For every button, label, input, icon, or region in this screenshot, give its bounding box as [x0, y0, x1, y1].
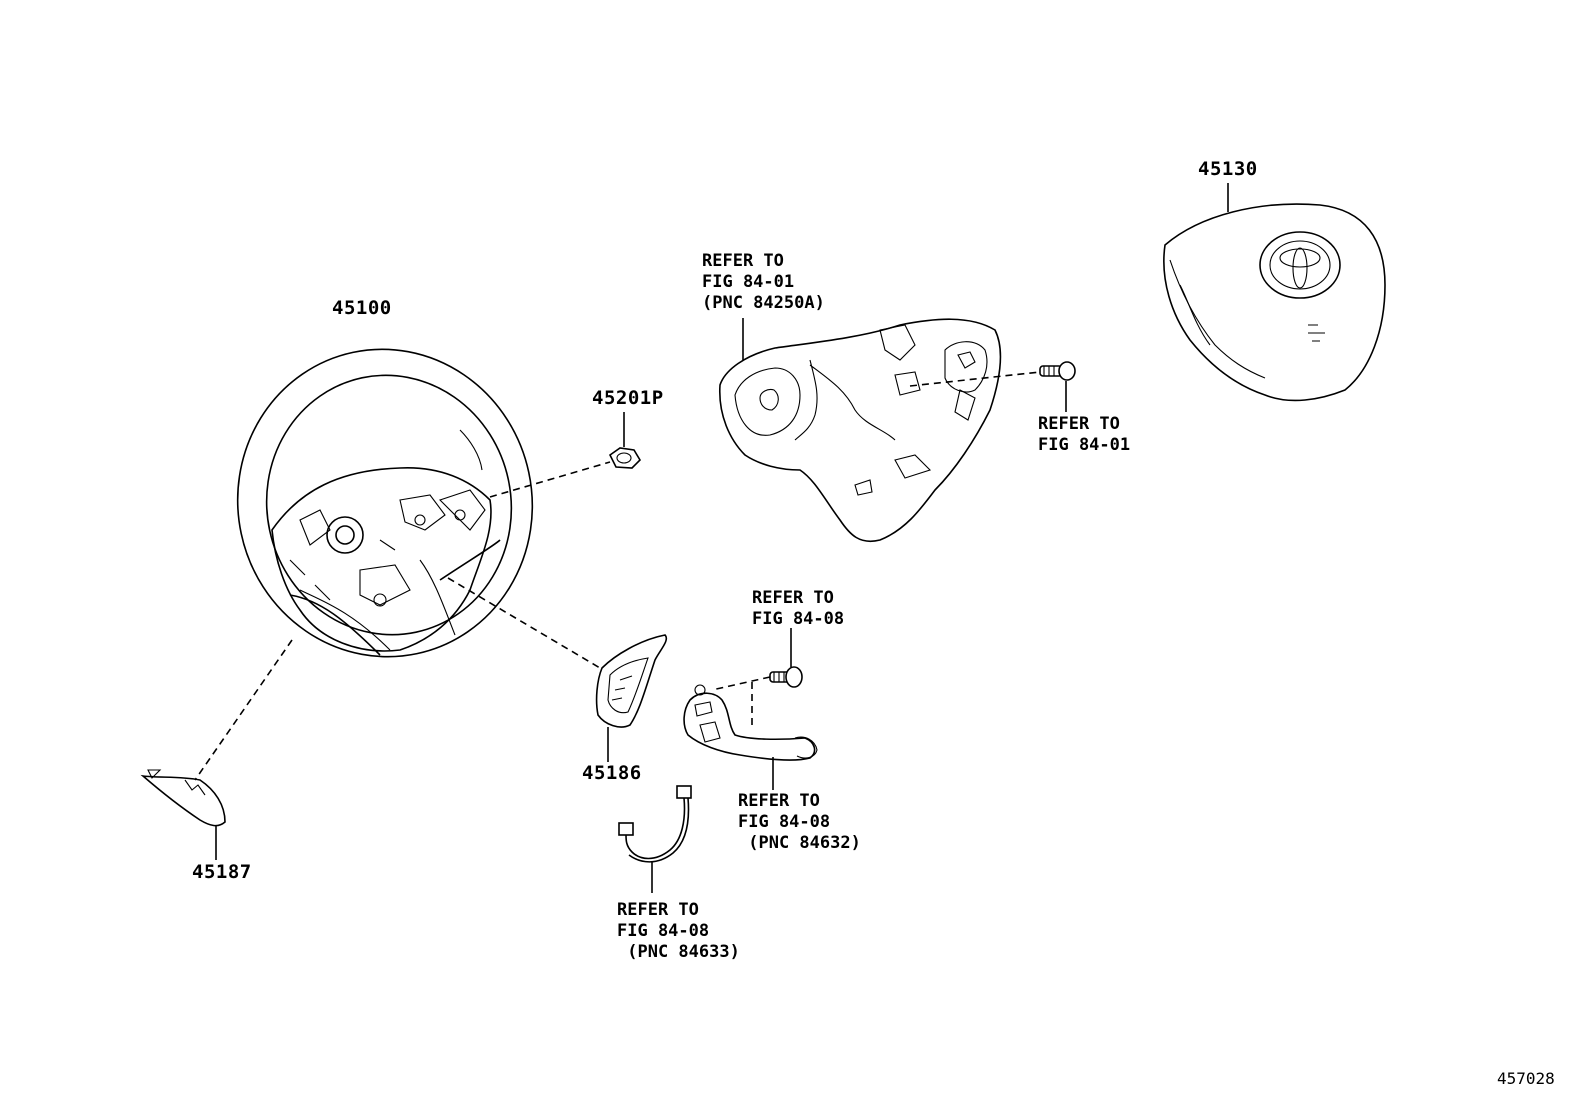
ref-label-screw: REFER TO FIG 84-01	[1038, 414, 1131, 455]
ref-label-cruise-lever: REFER TO FIG 84-08 (PNC 84632)	[738, 791, 861, 853]
steering-wheel-icon	[236, 348, 534, 658]
cruise-control-lever-icon	[683, 684, 818, 761]
airbag-horn-pad-icon	[1163, 203, 1386, 402]
ref-label-wire-harness: REFER TO FIG 84-08 (PNC 84633)	[617, 900, 740, 962]
part-number-45201p: 45201P	[592, 387, 664, 409]
part-number-45187: 45187	[192, 861, 252, 883]
cover-45187-icon	[140, 769, 226, 827]
switch-pad-assembly-icon	[719, 318, 1002, 542]
bolt-icon	[769, 666, 803, 688]
cover-45186-icon	[595, 634, 668, 728]
ref-label-switch-assembly: REFER TO FIG 84-01 (PNC 84250A)	[702, 251, 825, 313]
wire-harness-icon	[618, 785, 692, 863]
part-number-45100: 45100	[332, 297, 392, 319]
ref-label-bolt: REFER TO FIG 84-08	[752, 588, 845, 629]
nut-icon	[608, 447, 642, 469]
part-number-45130: 45130	[1198, 158, 1258, 180]
screw-icon	[1039, 361, 1076, 381]
part-number-45186: 45186	[582, 762, 642, 784]
figure-id: 457028	[1497, 1069, 1555, 1088]
